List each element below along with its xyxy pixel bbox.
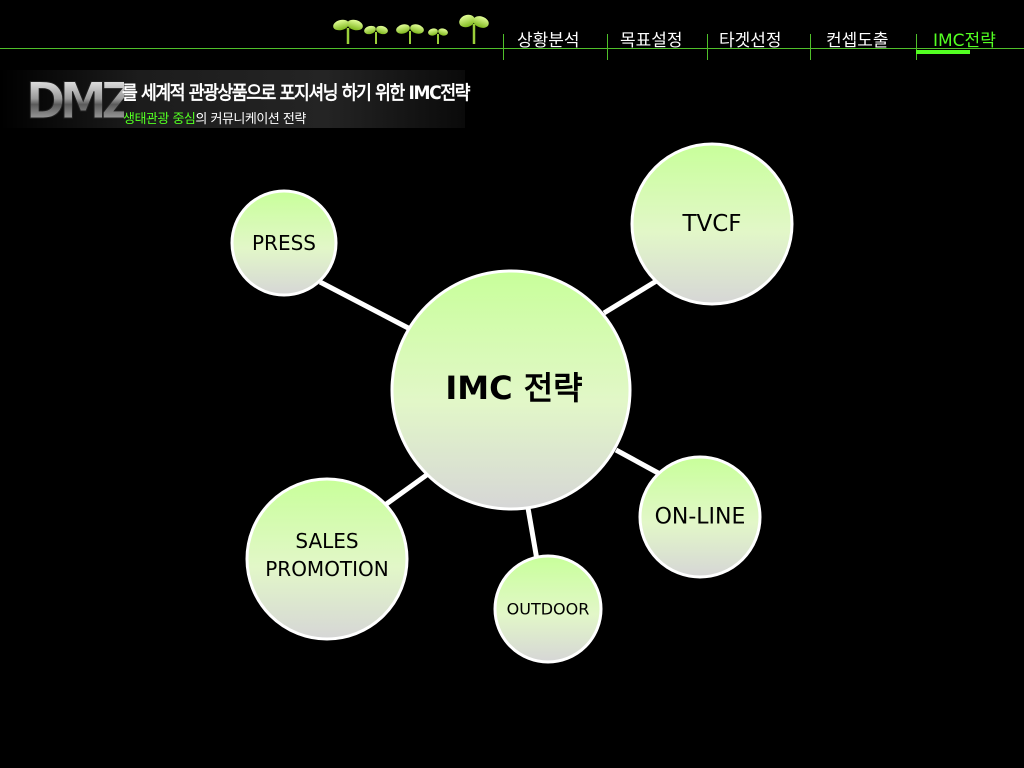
node-center-label: IMC 전략 <box>445 369 582 407</box>
nav-separator <box>916 34 917 60</box>
node-tvcf[interactable]: TVCF <box>630 142 794 306</box>
nav-item-situation-analysis[interactable]: 상황분석 <box>517 31 580 51</box>
node-sales-label-line1: SALES <box>295 529 358 553</box>
page-subtitle: 생태관광 중심의 커뮤니케이션 전략 <box>123 108 306 127</box>
node-center-imc-strategy[interactable]: IMC 전략 <box>390 269 632 511</box>
connector-sales <box>383 471 430 508</box>
nav-separator <box>810 34 811 60</box>
node-press-label: PRESS <box>252 231 316 255</box>
dmz-logo: DMZ <box>25 74 124 124</box>
subtitle-highlight: 생태관광 중심 <box>123 112 196 127</box>
node-sales-promotion[interactable]: SALES PROMOTION <box>245 477 409 641</box>
connector-tvcf <box>602 277 660 316</box>
nav-item-imc-strategy[interactable]: IMC전략 <box>933 31 996 51</box>
dmz-logo-text: DMZ <box>26 74 124 124</box>
connector-outdoor <box>525 507 540 561</box>
sprout-icon <box>396 24 424 44</box>
node-online[interactable]: ON-LINE <box>638 455 762 579</box>
nav-item-goal-setting[interactable]: 목표설정 <box>620 31 683 51</box>
connector-press <box>318 279 414 333</box>
nav-item-concept-derivation[interactable]: 컨셉도출 <box>826 31 889 51</box>
nav-active-indicator <box>916 50 970 54</box>
sprout-icon <box>333 19 363 44</box>
title-banner <box>0 70 465 128</box>
top-navigation: 상황분석 목표설정 타겟선정 컨셉도출 IMC전략 <box>500 26 1024 62</box>
nav-separator <box>503 34 504 60</box>
node-sales-label-line2: PROMOTION <box>265 557 389 581</box>
nav-separator <box>707 34 708 60</box>
page-title: 를 세계적 관광상품으로 포지셔닝 하기 위한 IMC전략 <box>122 82 470 104</box>
node-press[interactable]: PRESS <box>230 189 338 297</box>
connector-online <box>614 447 662 477</box>
node-online-label: ON-LINE <box>655 505 746 530</box>
nav-separator <box>607 34 608 60</box>
nav-divider-line <box>0 48 1024 49</box>
sprout-icon <box>364 25 388 44</box>
node-outdoor[interactable]: OUTDOOR <box>493 554 603 664</box>
sprout-icon <box>459 14 489 44</box>
sprout-icon <box>428 28 448 44</box>
sprout-decoration-icon <box>333 14 489 44</box>
nav-item-target-selection[interactable]: 타겟선정 <box>719 31 782 51</box>
node-outdoor-label: OUTDOOR <box>507 600 590 619</box>
subtitle-rest: 의 커뮤니케이션 전략 <box>195 112 306 127</box>
node-tvcf-label: TVCF <box>681 211 741 237</box>
